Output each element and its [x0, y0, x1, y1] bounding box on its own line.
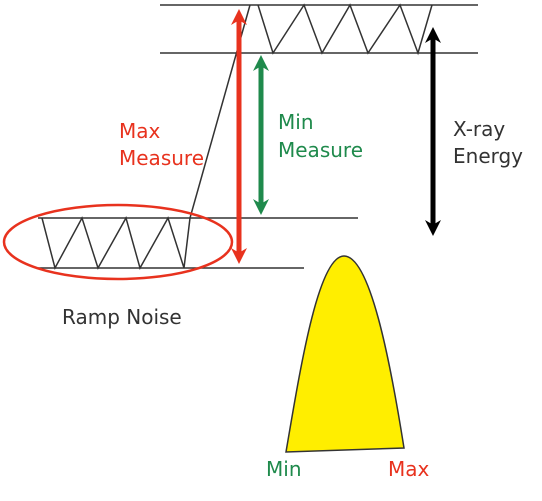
xray-energy-label-line2: Energy — [453, 144, 523, 168]
xray-energy-label-line1: X-ray — [453, 117, 505, 141]
max-measure-label-line1: Max — [119, 119, 161, 143]
energy-distribution — [285, 255, 405, 453]
max-measure-label: Max Measure — [119, 119, 204, 170]
min-measure-label-line1: Min — [278, 110, 314, 134]
distribution-max-label: Max — [388, 457, 430, 481]
top-zigzag — [257, 3, 433, 56]
min-measure-label-line2: Measure — [278, 138, 363, 162]
ramp-noise-zigzag — [41, 216, 191, 271]
xray-energy-label: X-ray Energy — [453, 117, 523, 168]
min-measure-label: Min Measure — [278, 110, 363, 162]
max-measure-label-line2: Measure — [119, 146, 204, 170]
ramp-noise-label: Ramp Noise — [62, 305, 182, 329]
distribution-min-label: Min — [266, 457, 302, 481]
